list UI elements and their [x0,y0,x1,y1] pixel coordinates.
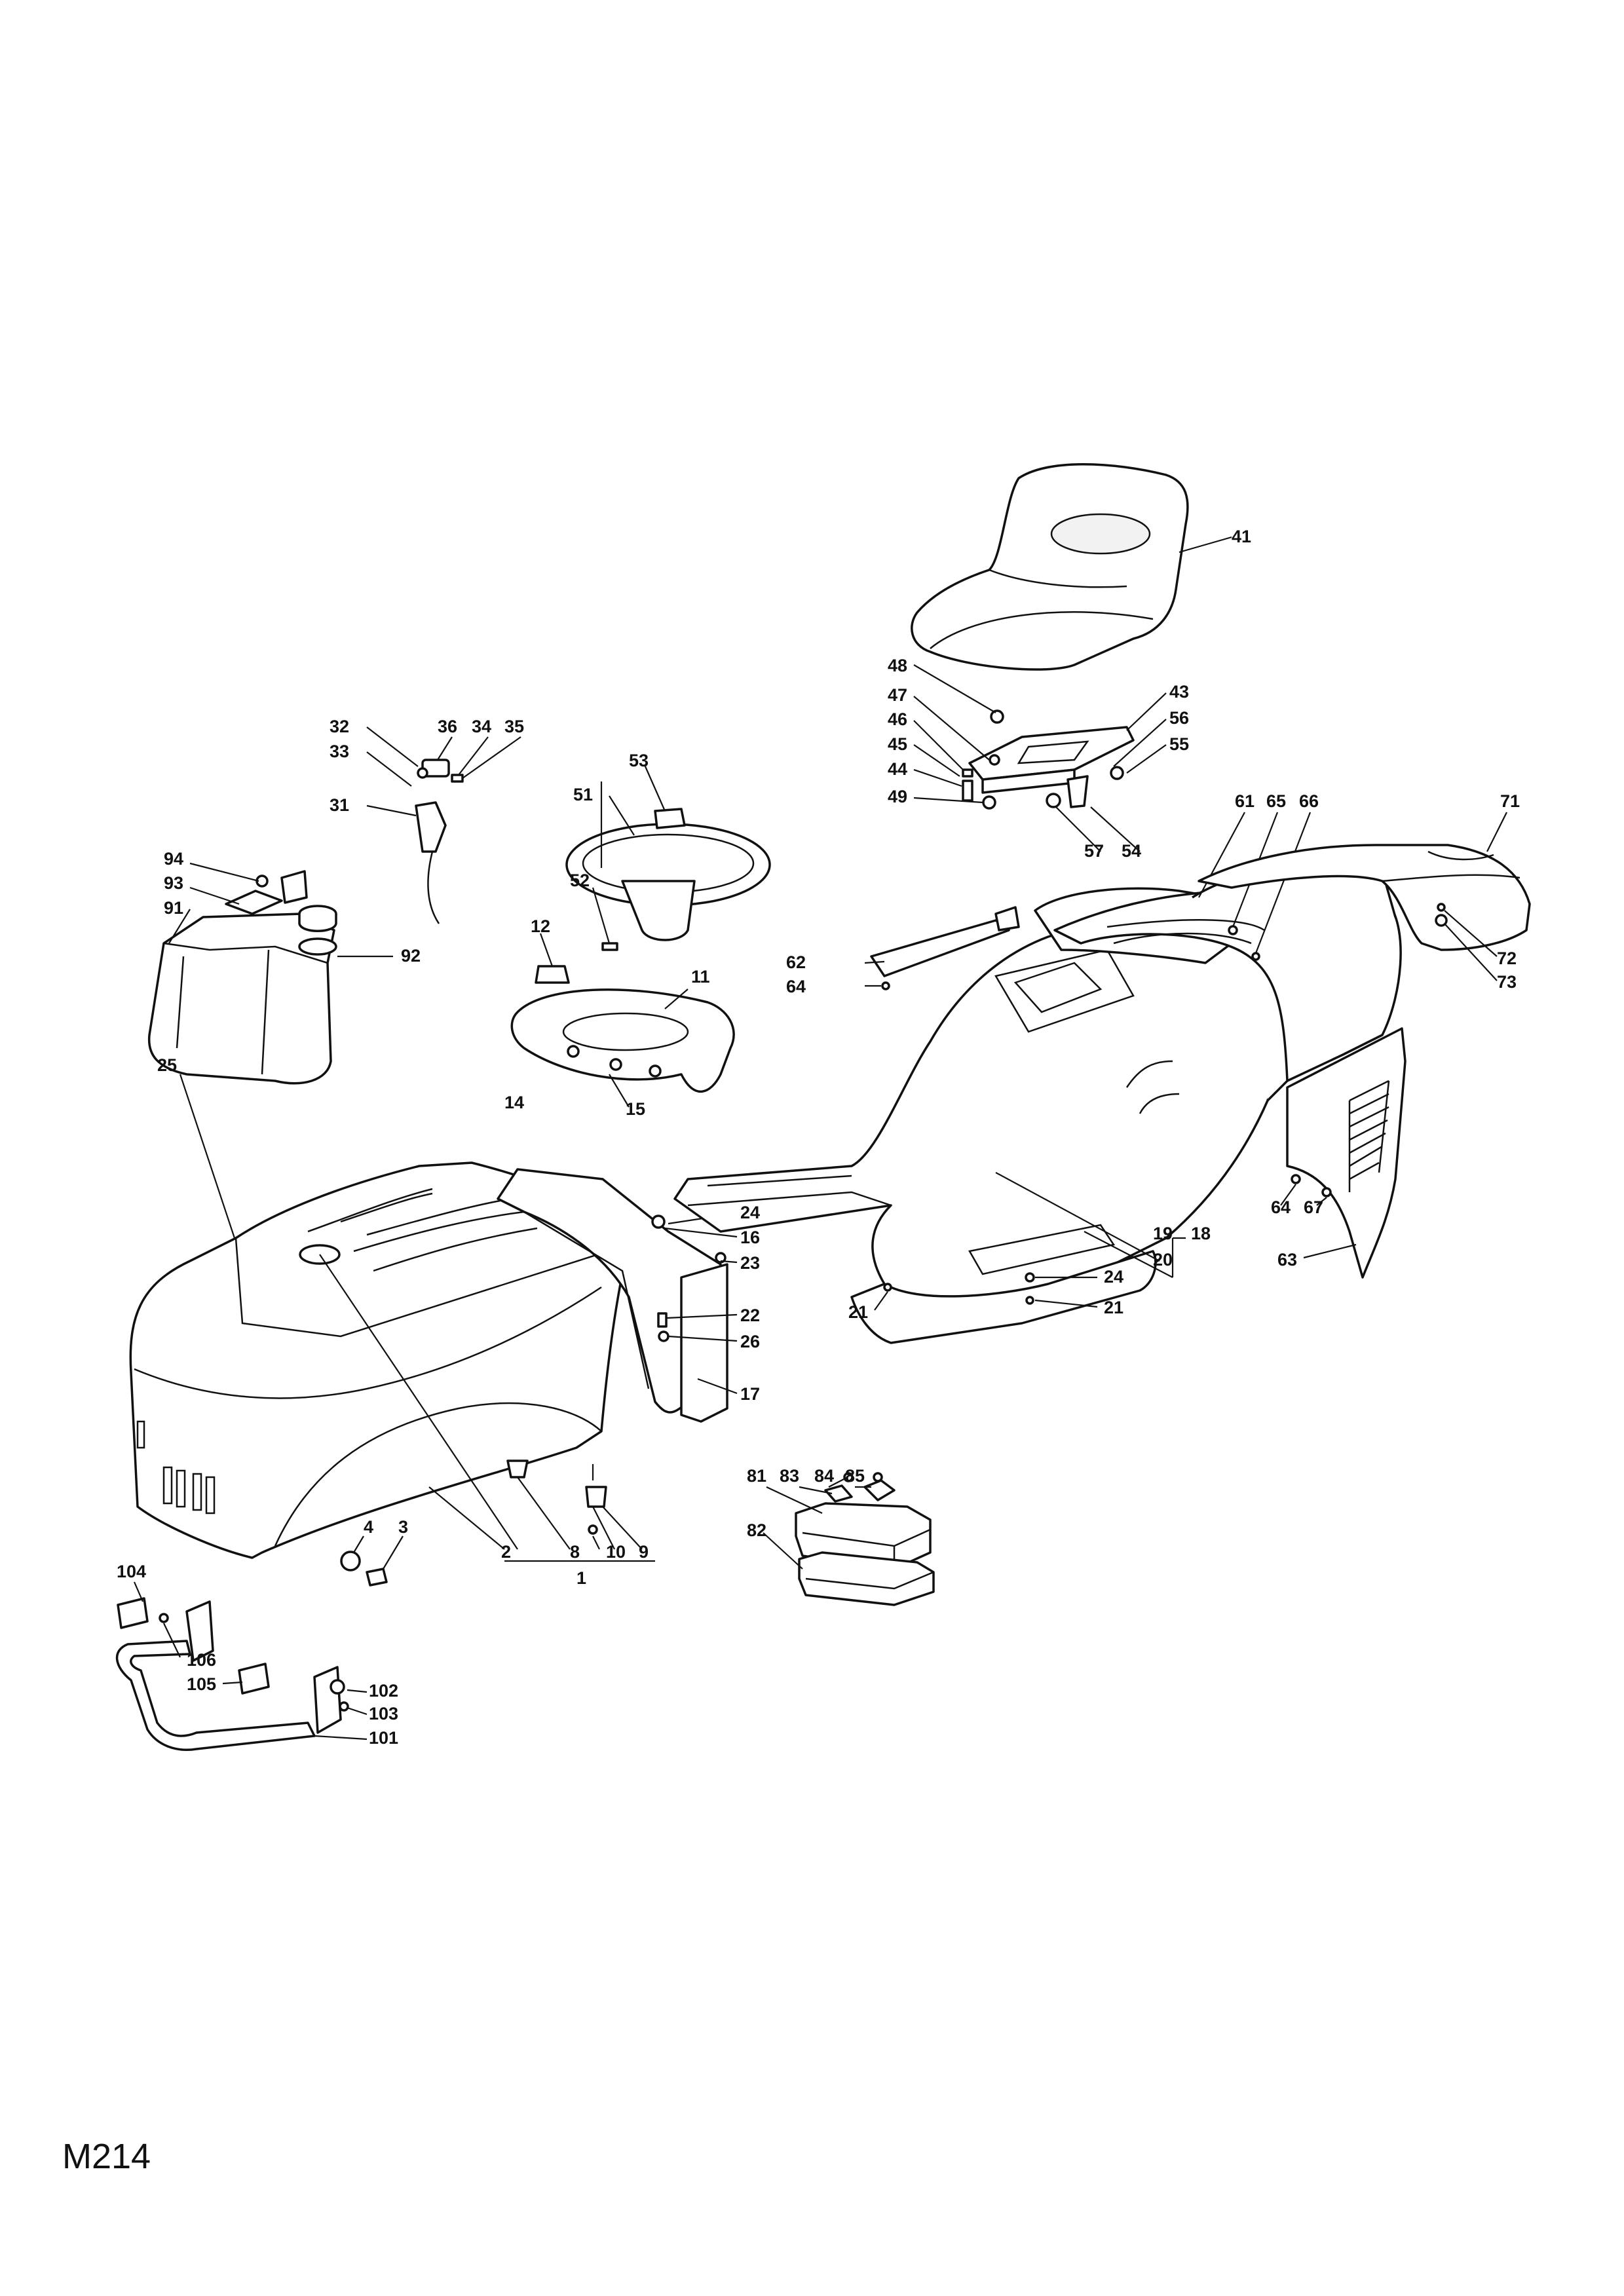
front-bumper [116,1581,368,1751]
part-label-4: 4 [364,1517,373,1537]
part-label-66: 66 [1299,791,1319,811]
part-label-31: 31 [330,795,349,815]
part-label-62: 62 [786,952,806,972]
part-label-91: 91 [164,898,183,918]
part-label-105: 105 [187,1674,216,1694]
part-label-47: 47 [888,685,907,705]
part-label-81: 81 [747,1466,766,1486]
battery-tray [763,1472,935,1606]
part-label-54: 54 [1122,841,1141,861]
part-label-83: 83 [780,1466,799,1486]
part-label-61: 61 [1235,791,1255,811]
part-label-104: 104 [117,1562,146,1581]
part-label-22: 22 [740,1306,760,1325]
part-label-64b: 64 [1271,1197,1291,1217]
part-label-23: 23 [740,1253,760,1273]
part-label-102: 102 [369,1681,398,1701]
part-labels: 41 48 47 46 45 44 49 43 56 55 57 54 53 5… [117,527,1520,1748]
rear-cover [1198,812,1531,981]
part-label-65: 65 [1266,791,1286,811]
part-label-2: 2 [501,1542,511,1562]
part-label-26: 26 [740,1332,760,1351]
part-label-12: 12 [531,916,550,936]
part-label-106: 106 [187,1650,216,1670]
part-label-25: 25 [157,1055,177,1075]
part-label-46: 46 [888,709,907,729]
side-vents [1348,1080,1390,1192]
part-label-56: 56 [1169,708,1189,728]
part-label-92: 92 [401,946,421,966]
part-label-34: 34 [472,717,491,736]
part-label-101: 101 [369,1728,398,1748]
part-label-35: 35 [504,717,524,736]
part-label-52: 52 [570,871,590,890]
floor-hardware [874,1272,1098,1311]
body-frame [673,887,1285,1344]
part-label-18: 18 [1191,1224,1211,1243]
part-label-67: 67 [1304,1197,1323,1217]
part-label-21b: 21 [1104,1298,1124,1317]
part-label-8: 8 [570,1542,580,1562]
part-label-11: 11 [691,967,710,987]
part-label-64: 64 [786,977,806,996]
part-label-49: 49 [888,787,907,806]
part-label-93: 93 [164,873,183,893]
part-label-15: 15 [626,1099,645,1119]
part-label-10: 10 [606,1542,626,1562]
part-label-103: 103 [369,1704,398,1723]
part-label-14: 14 [504,1093,524,1112]
part-label-9: 9 [639,1542,649,1562]
part-label-63: 63 [1277,1250,1297,1270]
part-label-33: 33 [330,742,349,761]
part-label-51: 51 [573,785,593,804]
part-label-55: 55 [1169,734,1189,754]
part-label-24b: 24 [1104,1267,1124,1287]
part-label-20: 20 [1153,1250,1173,1270]
drawing-code: M214 [62,2137,151,2176]
part-label-44: 44 [888,759,907,779]
hood-grille [136,1420,216,1515]
part-label-94: 94 [164,849,183,869]
throttle-lever [366,726,521,924]
side-panel [1280,1027,1407,1279]
part-label-72: 72 [1497,949,1517,968]
seat-bracket-assembly [913,664,1167,852]
part-label-48: 48 [888,656,907,675]
part-label-85: 85 [845,1466,865,1486]
part-label-17: 17 [740,1384,760,1404]
part-label-1: 1 [576,1568,586,1588]
part-label-21: 21 [848,1302,868,1322]
hood [129,1074,630,1559]
part-label-82: 82 [747,1520,766,1540]
part-label-36: 36 [438,717,457,736]
hood-hardware [340,1459,655,1587]
part-label-71: 71 [1500,791,1520,811]
part-label-84: 84 [814,1466,834,1486]
seat [911,463,1232,671]
part-label-24: 24 [740,1203,760,1222]
part-label-73: 73 [1497,972,1517,992]
fuel-tank [147,862,393,1085]
part-label-53: 53 [629,751,649,770]
steering-wheel [565,766,771,951]
part-label-19: 19 [1153,1224,1173,1243]
part-label-57: 57 [1084,841,1104,861]
part-label-16: 16 [740,1228,760,1247]
part-label-45: 45 [888,734,907,754]
dash-support [497,1168,738,1423]
hood-vents [307,1188,538,1272]
dash-panel [510,933,735,1108]
part-label-43: 43 [1169,682,1189,702]
part-label-32: 32 [330,717,349,736]
part-label-41: 41 [1232,527,1251,546]
part-label-3: 3 [398,1517,408,1537]
